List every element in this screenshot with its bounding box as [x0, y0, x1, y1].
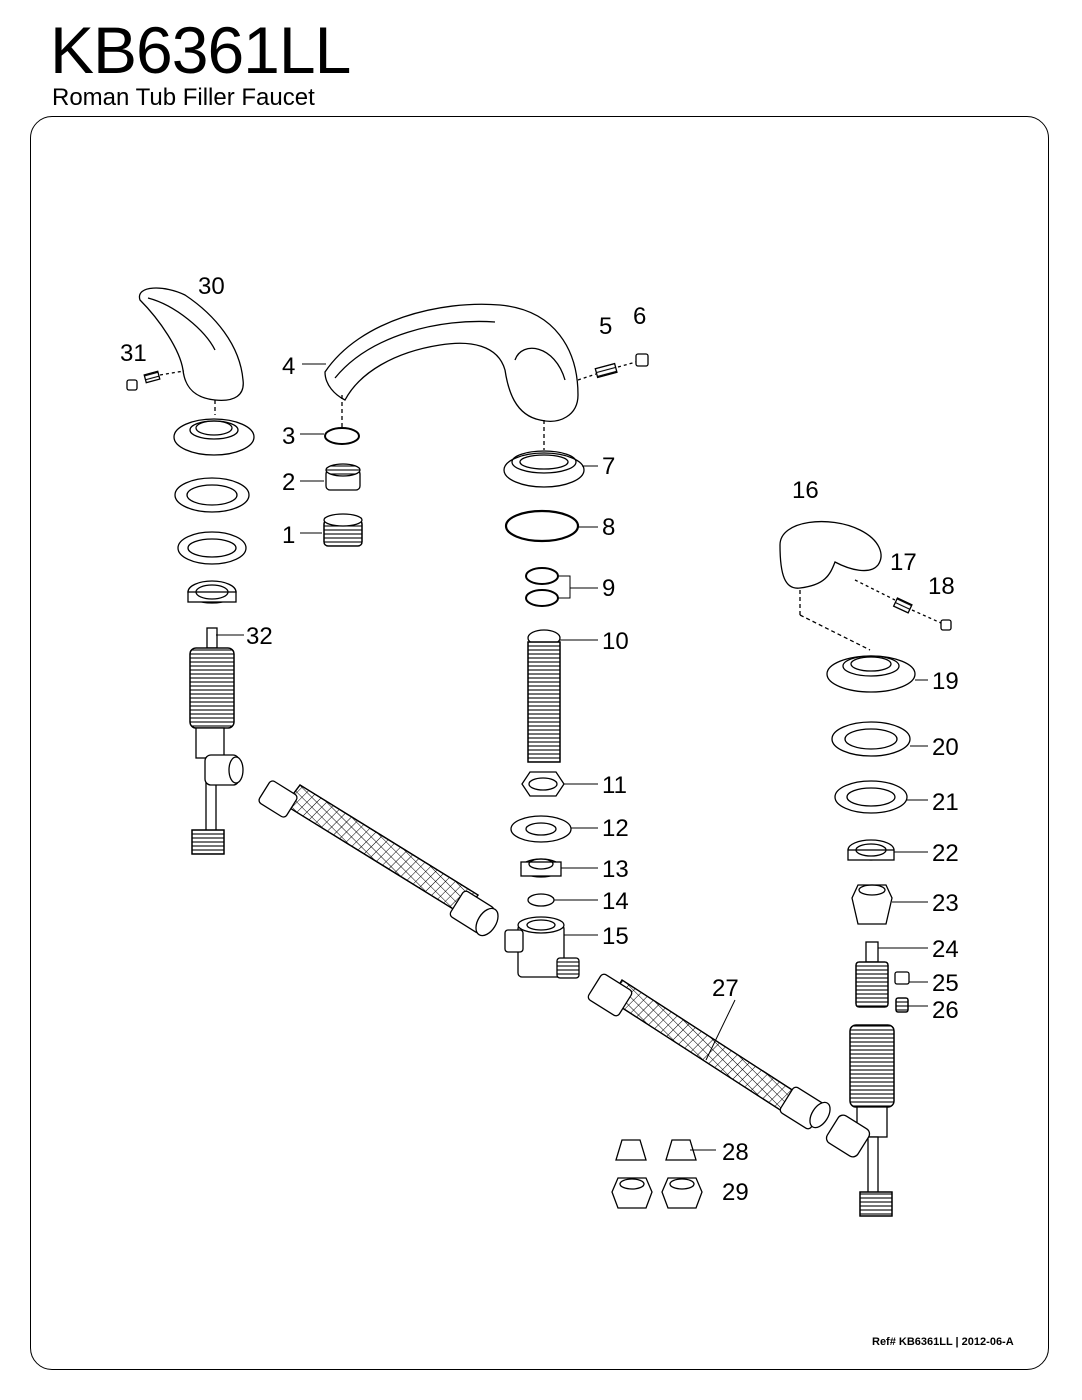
- threaded-shank: [527, 629, 561, 763]
- reference-code: Ref# KB6361LL | 2012-06-A: [872, 1336, 1014, 1348]
- left-handle-screw: [126, 370, 185, 391]
- left-escutcheon: [173, 418, 255, 456]
- part-label-7: 7: [602, 453, 615, 480]
- part-label-9: 9: [602, 575, 615, 602]
- right-cartridge: [855, 941, 889, 1008]
- diagram-frame: [30, 116, 1049, 1370]
- right-gasket-lower: [834, 780, 908, 814]
- seat-and-spring: [894, 971, 910, 1013]
- left-braided-hose: [258, 780, 499, 937]
- part-label-13: 13: [602, 856, 629, 883]
- part-label-24: 24: [932, 936, 959, 963]
- left-valve-body: [189, 627, 244, 855]
- aerator-housing: [323, 513, 363, 547]
- part-label-25: 25: [932, 970, 959, 997]
- compression-sleeves: [615, 1139, 697, 1161]
- left-lever-handle: [138, 287, 244, 415]
- part-label-19: 19: [932, 668, 959, 695]
- small-washer: [527, 893, 555, 907]
- leader-lines: [216, 363, 928, 1151]
- part-label-1: 1: [282, 522, 295, 549]
- part-label-26: 26: [932, 997, 959, 1024]
- spout-gasket: [504, 509, 580, 543]
- model-number: KB6361LL: [50, 13, 351, 87]
- part-label-28: 28: [722, 1139, 749, 1166]
- part-label-15: 15: [602, 923, 629, 950]
- spout: [324, 303, 579, 430]
- product-subtitle: Roman Tub Filler Faucet: [52, 84, 315, 111]
- part-label-31: 31: [120, 340, 147, 367]
- right-lever-handle: [779, 520, 882, 651]
- set-screw: [577, 362, 618, 381]
- part-label-17: 17: [890, 549, 917, 576]
- tee-connector: [504, 916, 580, 979]
- part-label-14: 14: [602, 888, 629, 915]
- right-gasket-upper: [831, 721, 911, 757]
- left-gasket-upper: [174, 477, 250, 513]
- part-label-11: 11: [602, 772, 627, 799]
- part-label-22: 22: [932, 840, 959, 867]
- right-cartridge-nut: [851, 884, 893, 925]
- part-label-6: 6: [633, 303, 646, 330]
- part-label-29: 29: [722, 1179, 749, 1206]
- aerator-washer: [324, 427, 360, 445]
- lock-nut: [520, 858, 562, 878]
- washer: [510, 815, 572, 843]
- hex-nut: [521, 771, 565, 797]
- part-label-16: 16: [792, 477, 819, 504]
- part-label-20: 20: [932, 734, 959, 761]
- aerator-insert: [325, 463, 361, 491]
- right-valve-body: [825, 1024, 895, 1217]
- part-label-3: 3: [282, 423, 295, 450]
- part-label-12: 12: [602, 815, 629, 842]
- right-bonnet-nut: [847, 839, 895, 861]
- o-rings: [525, 567, 559, 607]
- right-handle-screw: [854, 579, 952, 631]
- right-braided-hose: [587, 973, 831, 1130]
- part-label-2: 2: [282, 469, 295, 496]
- left-bonnet-nut: [187, 580, 237, 604]
- spout-base-flange: [503, 450, 585, 488]
- part-label-10: 10: [602, 628, 629, 655]
- left-gasket-lower: [177, 531, 247, 565]
- part-labels: 1 2 3 4 5 6 7 8 9 10 11 12 13 14 15 16 1…: [120, 273, 959, 1206]
- part-label-27: 27: [712, 975, 739, 1002]
- part-label-5: 5: [599, 313, 612, 340]
- compression-nuts: [611, 1177, 703, 1209]
- part-label-18: 18: [928, 573, 955, 600]
- part-label-32: 32: [246, 623, 273, 650]
- part-label-23: 23: [932, 890, 959, 917]
- part-label-4: 4: [282, 353, 295, 380]
- part-label-8: 8: [602, 514, 615, 541]
- right-escutcheon: [826, 655, 916, 693]
- screw-cap: [617, 353, 649, 368]
- part-label-21: 21: [932, 789, 959, 816]
- part-label-30: 30: [198, 273, 225, 300]
